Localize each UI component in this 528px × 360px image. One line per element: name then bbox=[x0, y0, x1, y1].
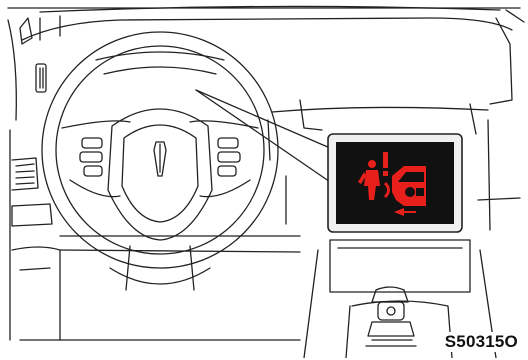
callout-pointer bbox=[196, 90, 336, 186]
figure-code-label: S50315O bbox=[443, 332, 520, 352]
instrument-cluster bbox=[96, 52, 224, 74]
left-dash-section bbox=[8, 18, 60, 340]
lower-dash-lines bbox=[20, 236, 300, 340]
windshield-frame bbox=[8, 6, 524, 104]
